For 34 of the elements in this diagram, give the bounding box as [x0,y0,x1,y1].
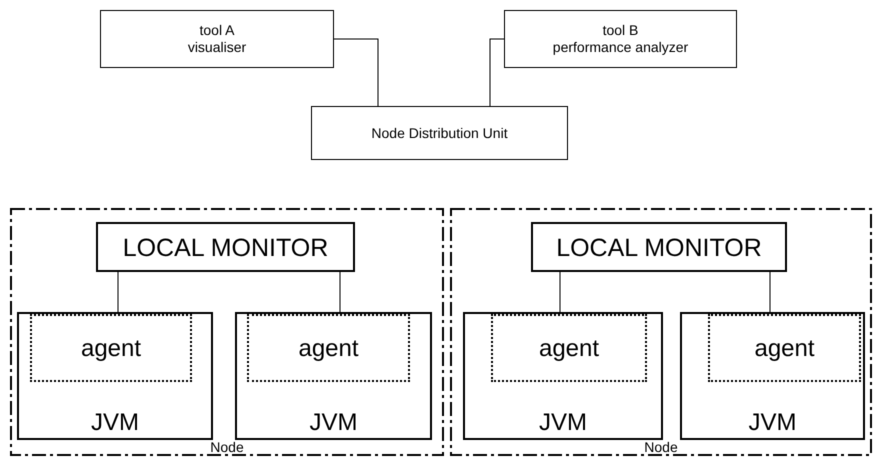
box-label: visualiser [188,39,246,56]
tool-box [100,10,334,68]
box-label: JVM [748,409,796,438]
agent-box [247,314,410,382]
node-label: Node [644,439,678,456]
distribution-unit-box [311,106,568,160]
box-label: LOCAL MONITOR [556,233,762,263]
node-boundary [10,208,444,456]
box-label: tool B [602,22,638,39]
tool-box [504,10,737,68]
jvm-box [17,312,213,440]
box-label: agent [754,334,815,364]
box-label: performance analyzer [552,39,688,56]
jvm-box [680,312,865,440]
node-boundary [450,208,872,456]
box-label: agent [538,334,600,364]
box-label: agent [298,334,359,364]
box-label: LOCAL MONITOR [122,233,328,263]
agent-box [30,314,192,382]
box-label: agent [80,334,142,364]
jvm-box [235,312,432,440]
box-label: Node Distribution Unit [371,124,508,142]
connector-line [490,38,504,106]
agent-box [491,314,647,382]
box-label: JVM [91,409,139,438]
box-label: JVM [539,409,587,438]
monitor-box [531,222,787,272]
box-label: JVM [310,409,358,438]
jvm-box [463,312,663,440]
box-label: tool A [199,22,235,39]
node-label: Node [210,439,244,456]
connector-line [334,38,378,106]
agent-box [708,314,861,382]
monitor-box [96,222,355,272]
